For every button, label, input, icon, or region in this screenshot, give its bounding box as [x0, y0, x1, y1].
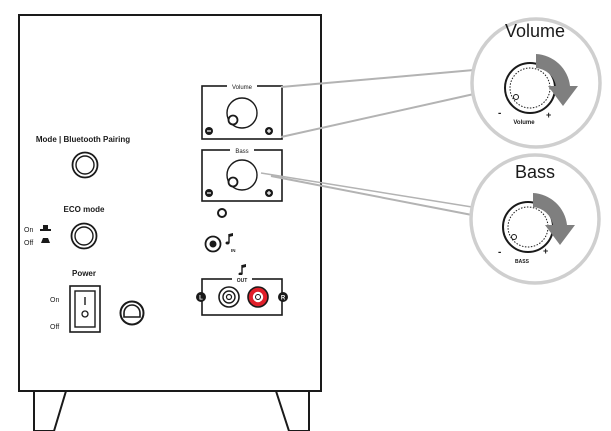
volume-callout-title: Volume: [505, 21, 565, 41]
eco-mode-button[interactable]: [70, 222, 98, 250]
power-label: Power: [72, 269, 96, 278]
volume-minus-icon: [205, 127, 213, 135]
bass-callout: [469, 153, 601, 285]
bass-callout-title: Bass: [515, 162, 555, 182]
volume-callout-sublabel: Volume: [513, 120, 535, 126]
bass-minus-icon: [205, 189, 213, 197]
right-channel-badge: [278, 292, 288, 302]
right-channel-label: R: [281, 296, 286, 302]
right-foot: [274, 390, 310, 431]
eco-on-label: On: [24, 227, 33, 234]
rca-out-left-jack[interactable]: [218, 286, 240, 308]
power-on-label: On: [50, 297, 59, 304]
bass-callout-minus: -: [498, 247, 501, 258]
bass-callout-plus: +: [543, 246, 548, 256]
bass-rotate-arrow-icon: [533, 193, 575, 245]
music-note-icon: [225, 233, 233, 245]
volume-callout: [470, 17, 602, 149]
audio-in-jack[interactable]: [204, 235, 222, 253]
mode-label: Mode | Bluetooth Pairing: [36, 135, 130, 144]
bass-callout-line-top-2: [260, 172, 473, 208]
bass-panel-label: Bass: [235, 149, 248, 155]
volume-callout-line-bottom: [280, 93, 475, 138]
power-cord-socket[interactable]: [119, 300, 145, 326]
lamp-off-icon: [41, 238, 50, 243]
lamp-on-icon: [40, 225, 51, 231]
volume-panel-label: Volume: [232, 85, 253, 91]
left-foot: [33, 390, 68, 431]
volume-knob[interactable]: [226, 97, 258, 129]
status-led: [217, 208, 227, 218]
volume-callout-plus: +: [546, 110, 551, 120]
bass-callout-sublabel: BASS: [515, 259, 530, 265]
eco-off-label: Off: [24, 240, 33, 247]
left-channel-label: L: [199, 296, 203, 302]
volume-rotate-arrow-icon: [536, 54, 578, 106]
bass-plus-icon: [265, 189, 273, 197]
bass-callout-line-top: [270, 175, 473, 216]
bass-knob[interactable]: [226, 159, 258, 191]
eco-mode-label: ECO mode: [64, 205, 105, 214]
music-note-icon: [238, 264, 246, 276]
power-switch[interactable]: [69, 285, 101, 333]
volume-plus-icon: [265, 127, 273, 135]
left-channel-badge: [196, 292, 206, 302]
volume-callout-line-top: [280, 69, 475, 88]
volume-callout-minus: -: [498, 108, 501, 119]
mode-button[interactable]: [71, 151, 99, 179]
speaker-cabinet: [18, 14, 322, 392]
in-label: IN: [231, 248, 236, 253]
out-label: OUT: [237, 278, 248, 284]
power-off-label: Off: [50, 324, 59, 331]
rca-out-right-jack[interactable]: [247, 286, 269, 308]
